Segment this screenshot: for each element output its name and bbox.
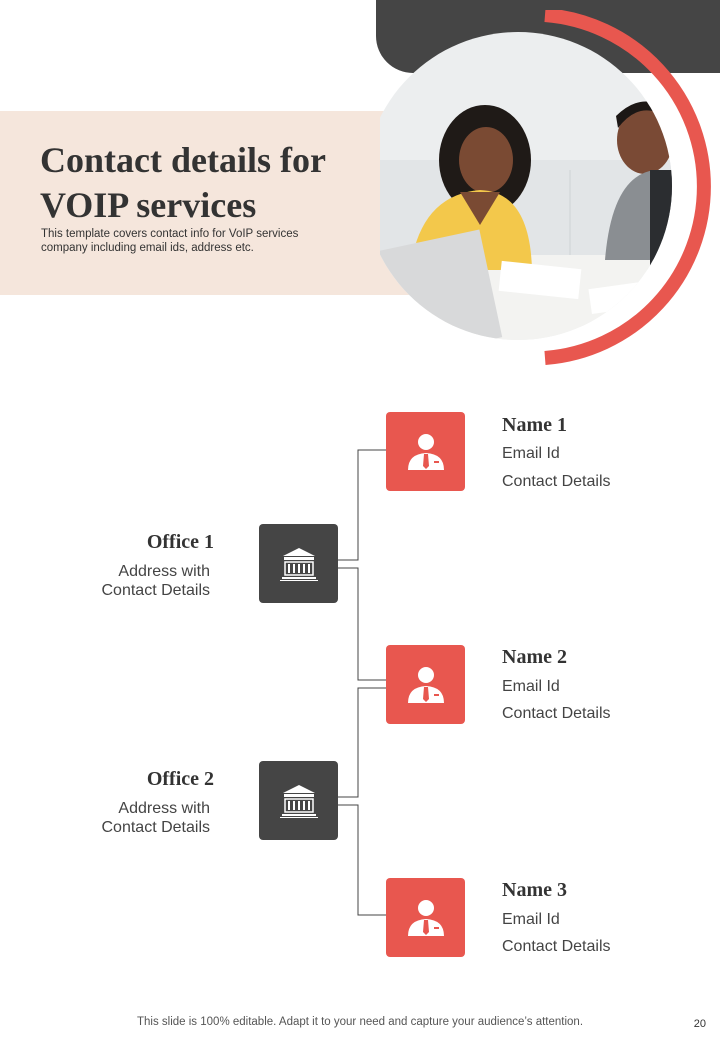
page-subtitle: This template covers contact info for Vo…: [41, 228, 299, 254]
contact-1-tile: [386, 412, 465, 491]
contact-3-details: Contact Details: [502, 938, 611, 955]
bank-building-icon: [279, 784, 318, 818]
businessman-icon: [407, 899, 444, 936]
office-2-tile: [259, 761, 338, 840]
businessman-icon: [407, 433, 444, 470]
contact-3-name: Name 3: [502, 879, 567, 901]
contact-1-details: Contact Details: [502, 473, 611, 490]
contact-3-tile: [386, 878, 465, 957]
contact-2-email: Email Id: [502, 678, 560, 695]
contact-2-details: Contact Details: [502, 705, 611, 722]
contact-1-email: Email Id: [502, 445, 560, 462]
footer-note: This slide is 100% editable. Adapt it to…: [136, 1016, 584, 1028]
contact-2-name: Name 2: [502, 646, 567, 668]
page-number: 20: [693, 1018, 706, 1030]
hero-photo: [380, 10, 711, 365]
businessman-icon: [407, 666, 444, 703]
title-band: [0, 111, 440, 295]
office-1-tile: [259, 524, 338, 603]
contact-1-name: Name 1: [502, 414, 567, 436]
office-2-name: Office 2: [146, 768, 214, 790]
contact-3-email: Email Id: [502, 911, 560, 928]
bank-building-icon: [279, 547, 318, 581]
office-2-address: Address with Contact Details: [101, 800, 211, 836]
office-1-name: Office 1: [146, 531, 214, 553]
red-arc-accent: [544, 10, 711, 365]
office-1-address: Address with Contact Details: [101, 563, 211, 599]
contact-2-tile: [386, 645, 465, 724]
page-title: Contact details for VOIP services: [40, 140, 326, 225]
